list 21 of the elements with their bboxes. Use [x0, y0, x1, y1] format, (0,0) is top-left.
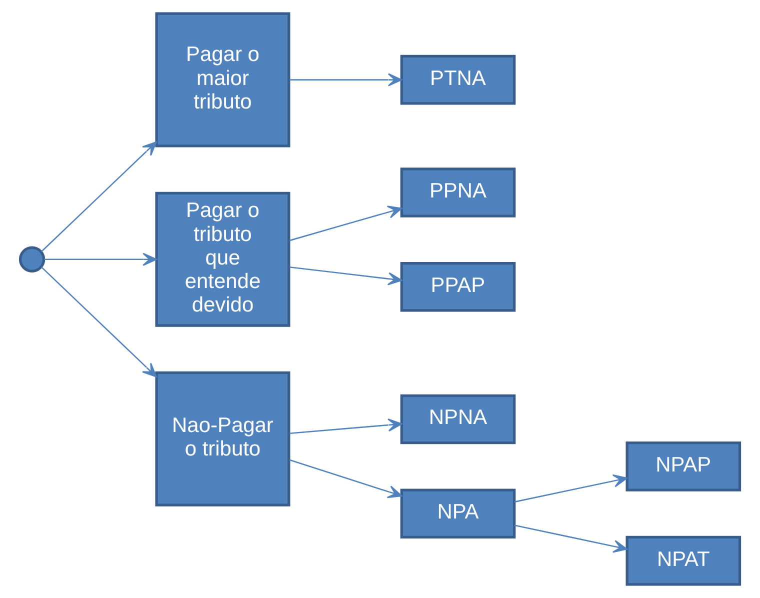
arrow — [289, 266, 402, 286]
node-box: NPA — [400, 488, 516, 538]
arrow — [514, 474, 628, 503]
node-box: Pagar o tributo que entende devido — [155, 192, 290, 327]
node-circle — [18, 246, 46, 272]
arrow — [514, 524, 628, 553]
arrow — [289, 206, 402, 242]
arrow — [40, 266, 157, 378]
arrow — [40, 141, 157, 252]
arrow — [289, 73, 402, 86]
arrow — [289, 459, 402, 498]
node-box: PPAP — [400, 262, 516, 312]
node-box: PTNA — [400, 54, 516, 105]
node-box: NPAT — [626, 536, 742, 586]
arrow — [44, 252, 157, 266]
node-box: PPNA — [400, 168, 516, 218]
node-box: Nao-Pagar o tributo — [155, 371, 290, 506]
node-box: Pagar o maior tributo — [155, 12, 290, 148]
node-box: NPAP — [626, 442, 742, 492]
arrow — [289, 418, 402, 434]
node-box: NPNA — [400, 394, 516, 444]
